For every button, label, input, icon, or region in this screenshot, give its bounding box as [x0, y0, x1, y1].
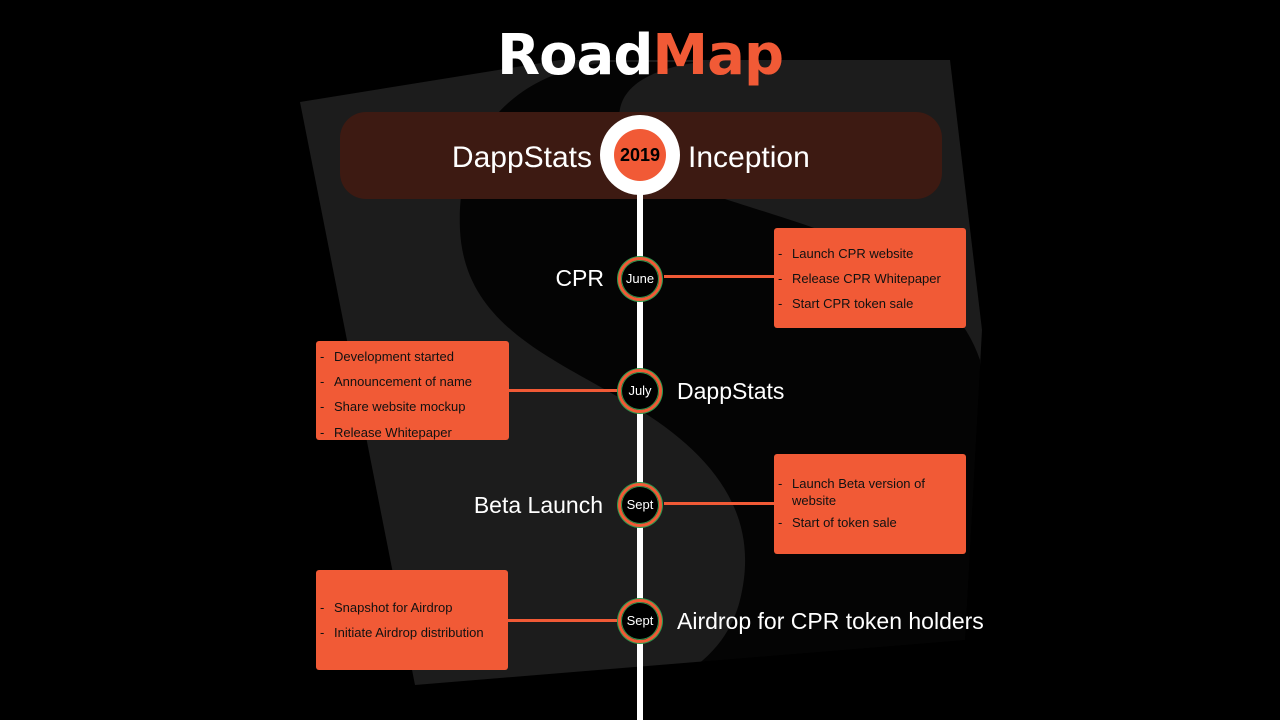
- detail-item: Announcement of name: [320, 374, 499, 399]
- milestone-details: Development started Announcement of name…: [316, 341, 509, 440]
- milestone-label: DappStats: [677, 378, 785, 404]
- detail-item: Start of token sale: [778, 515, 956, 530]
- connector-line: [508, 389, 620, 392]
- milestone-node: Sept: [618, 483, 662, 527]
- banner-right-label: Inception: [688, 141, 810, 174]
- connector-line: [664, 275, 776, 278]
- detail-item: Initiate Airdrop distribution: [320, 625, 498, 650]
- detail-item: Launch CPR website: [778, 246, 956, 271]
- milestone-node: June: [618, 257, 662, 301]
- milestone-label: Beta Launch: [473, 492, 603, 518]
- detail-item: Launch Beta version of website: [778, 475, 932, 509]
- detail-item: Snapshot for Airdrop: [320, 600, 498, 625]
- detail-item: Release Whitepaper: [320, 425, 499, 445]
- timeline-line: [637, 192, 643, 720]
- milestone-label: Airdrop for CPR token holders: [677, 608, 984, 634]
- milestone-details: Snapshot for Airdrop Initiate Airdrop di…: [316, 570, 508, 670]
- milestone-details: Launch CPR website Release CPR Whitepape…: [774, 228, 966, 328]
- milestone-details: Launch Beta version of website Start of …: [774, 454, 966, 554]
- connector-line: [664, 502, 776, 505]
- banner-left-label: DappStats: [451, 141, 592, 174]
- detail-item: Release CPR Whitepaper: [778, 271, 956, 296]
- connector-line: [508, 619, 620, 622]
- milestone-label: CPR: [555, 265, 604, 291]
- detail-item: Start CPR token sale: [778, 296, 956, 321]
- detail-item: Development started: [320, 349, 499, 374]
- detail-item: Share website mockup: [320, 399, 499, 425]
- milestone-node: Sept: [618, 599, 662, 643]
- page-title: RoadMap: [496, 23, 784, 88]
- milestone-node: July: [618, 369, 662, 413]
- year-label: 2019: [614, 129, 666, 181]
